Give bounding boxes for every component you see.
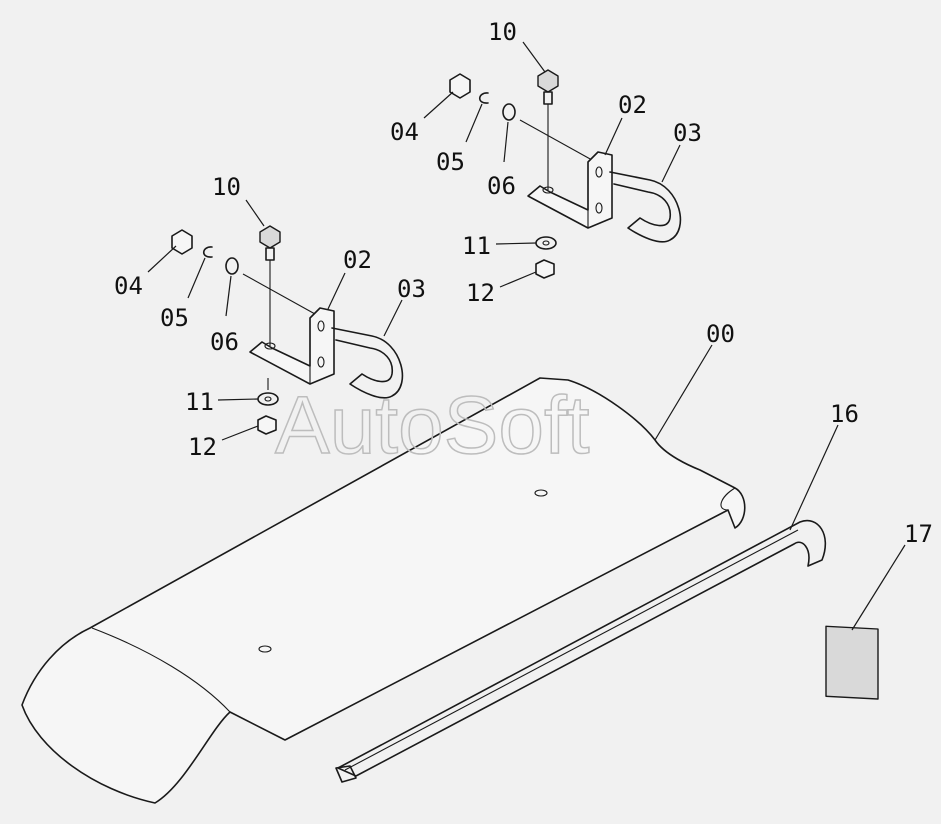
callout-lower-02: 02 <box>343 246 372 274</box>
callout-17: 17 <box>904 520 933 548</box>
lower-bracket <box>249 307 335 385</box>
callout-lower-10: 10 <box>212 173 241 201</box>
seal-strip <box>335 519 827 783</box>
callout-upper-11: 11 <box>462 232 491 260</box>
lower-washer <box>225 257 239 275</box>
label-plate <box>825 625 879 700</box>
upper-u-bolt <box>609 171 682 243</box>
callout-16: 16 <box>830 400 859 428</box>
callout-upper-12: 12 <box>466 279 495 307</box>
callout-lower-12: 12 <box>188 433 217 461</box>
lower-hex-nut <box>257 415 277 435</box>
callout-labels: 00 16 17 10 04 05 06 02 03 11 12 10 04 0… <box>114 18 933 548</box>
lower-bracket-assembly <box>171 225 404 435</box>
callout-lower-04: 04 <box>114 272 143 300</box>
callout-upper-02: 02 <box>618 91 647 119</box>
upper-hex-nut <box>535 259 555 279</box>
lower-cap-nut <box>171 229 193 255</box>
lower-u-bolt <box>331 327 404 399</box>
upper-spring-washer <box>478 92 489 104</box>
callout-upper-04: 04 <box>390 118 419 146</box>
upper-bolt <box>537 69 559 93</box>
callout-lower-11: 11 <box>185 388 214 416</box>
upper-bracket-assembly <box>449 69 682 279</box>
callout-upper-05: 05 <box>436 148 465 176</box>
callout-lower-05: 05 <box>160 304 189 332</box>
callout-00: 00 <box>706 320 735 348</box>
upper-cap-nut <box>449 73 471 99</box>
lower-bolt <box>259 225 281 249</box>
callout-upper-06: 06 <box>487 172 516 200</box>
upper-flat-washer <box>535 236 557 250</box>
lower-spring-washer <box>202 246 213 258</box>
callout-lower-03: 03 <box>397 275 426 303</box>
upper-bracket <box>527 151 613 229</box>
watermark: AutoSoft <box>275 380 590 471</box>
upper-washer <box>502 103 516 121</box>
callout-upper-03: 03 <box>673 119 702 147</box>
leader-lines <box>147 41 906 631</box>
callout-upper-10: 10 <box>488 18 517 46</box>
callout-lower-06: 06 <box>210 328 239 356</box>
